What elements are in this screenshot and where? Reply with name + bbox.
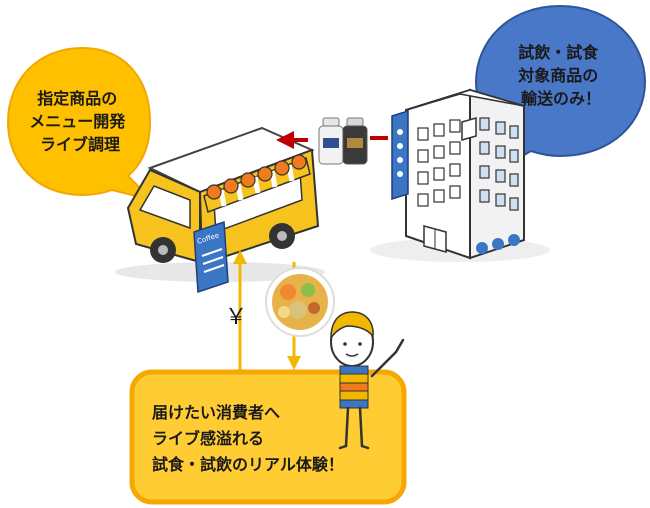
consumer-box-line-1: 届けたい消費者へ xyxy=(152,403,280,422)
person-icon xyxy=(330,311,405,450)
bottle-icon xyxy=(342,117,368,165)
svg-text:試飲・試食 対象商品の 輸送のみ！: 試飲・試食 対象商品の 輸送のみ！ xyxy=(517,43,604,108)
payment-yen-symbol: ￥ xyxy=(225,305,247,330)
food-truck-icon: Coffee xyxy=(115,126,325,294)
svg-text:指定商品の メニュー開発 ライブ調理: 指定商品の メニュー開発 ライブ調理 xyxy=(29,89,131,154)
bubble-left-line-3: ライブ調理 xyxy=(40,135,120,154)
bubble-right-line-1: 試飲・試食 xyxy=(518,43,599,62)
bubble-right-line-3: 輸送のみ！ xyxy=(521,89,601,108)
bubble-right-line-2: 対象商品の xyxy=(517,66,598,85)
building-windows xyxy=(417,119,461,207)
payment-arrow xyxy=(233,250,247,376)
truck-sign-board: Coffee xyxy=(193,220,229,294)
consumer-box-line-2: ライブ感溢れる xyxy=(152,429,264,448)
bubble-left-line-2: メニュー開発 xyxy=(29,112,126,131)
consumer-box-line-3: 試食・試飲のリアル体験！ xyxy=(152,455,344,474)
delivery-arrow xyxy=(276,131,388,149)
svg-text:届けたい消費者へ ライブ感溢れる 試: 届けたい消費者へ ライブ感溢れる 試食・試飲のリアル体験！ xyxy=(152,403,344,474)
office-building-icon xyxy=(370,88,550,262)
food-bowl-icon xyxy=(265,267,335,337)
truck-wheel xyxy=(150,237,176,263)
speech-bubble-left: 指定商品の メニュー開発 ライブ調理 xyxy=(6,46,156,202)
consumer-box: 届けたい消費者へ ライブ感溢れる 試食・試飲のリアル体験！ xyxy=(129,369,407,505)
bubble-left-line-1: 指定商品の xyxy=(37,89,117,108)
truck-wheel xyxy=(269,223,295,249)
bottle-icon xyxy=(318,117,344,165)
